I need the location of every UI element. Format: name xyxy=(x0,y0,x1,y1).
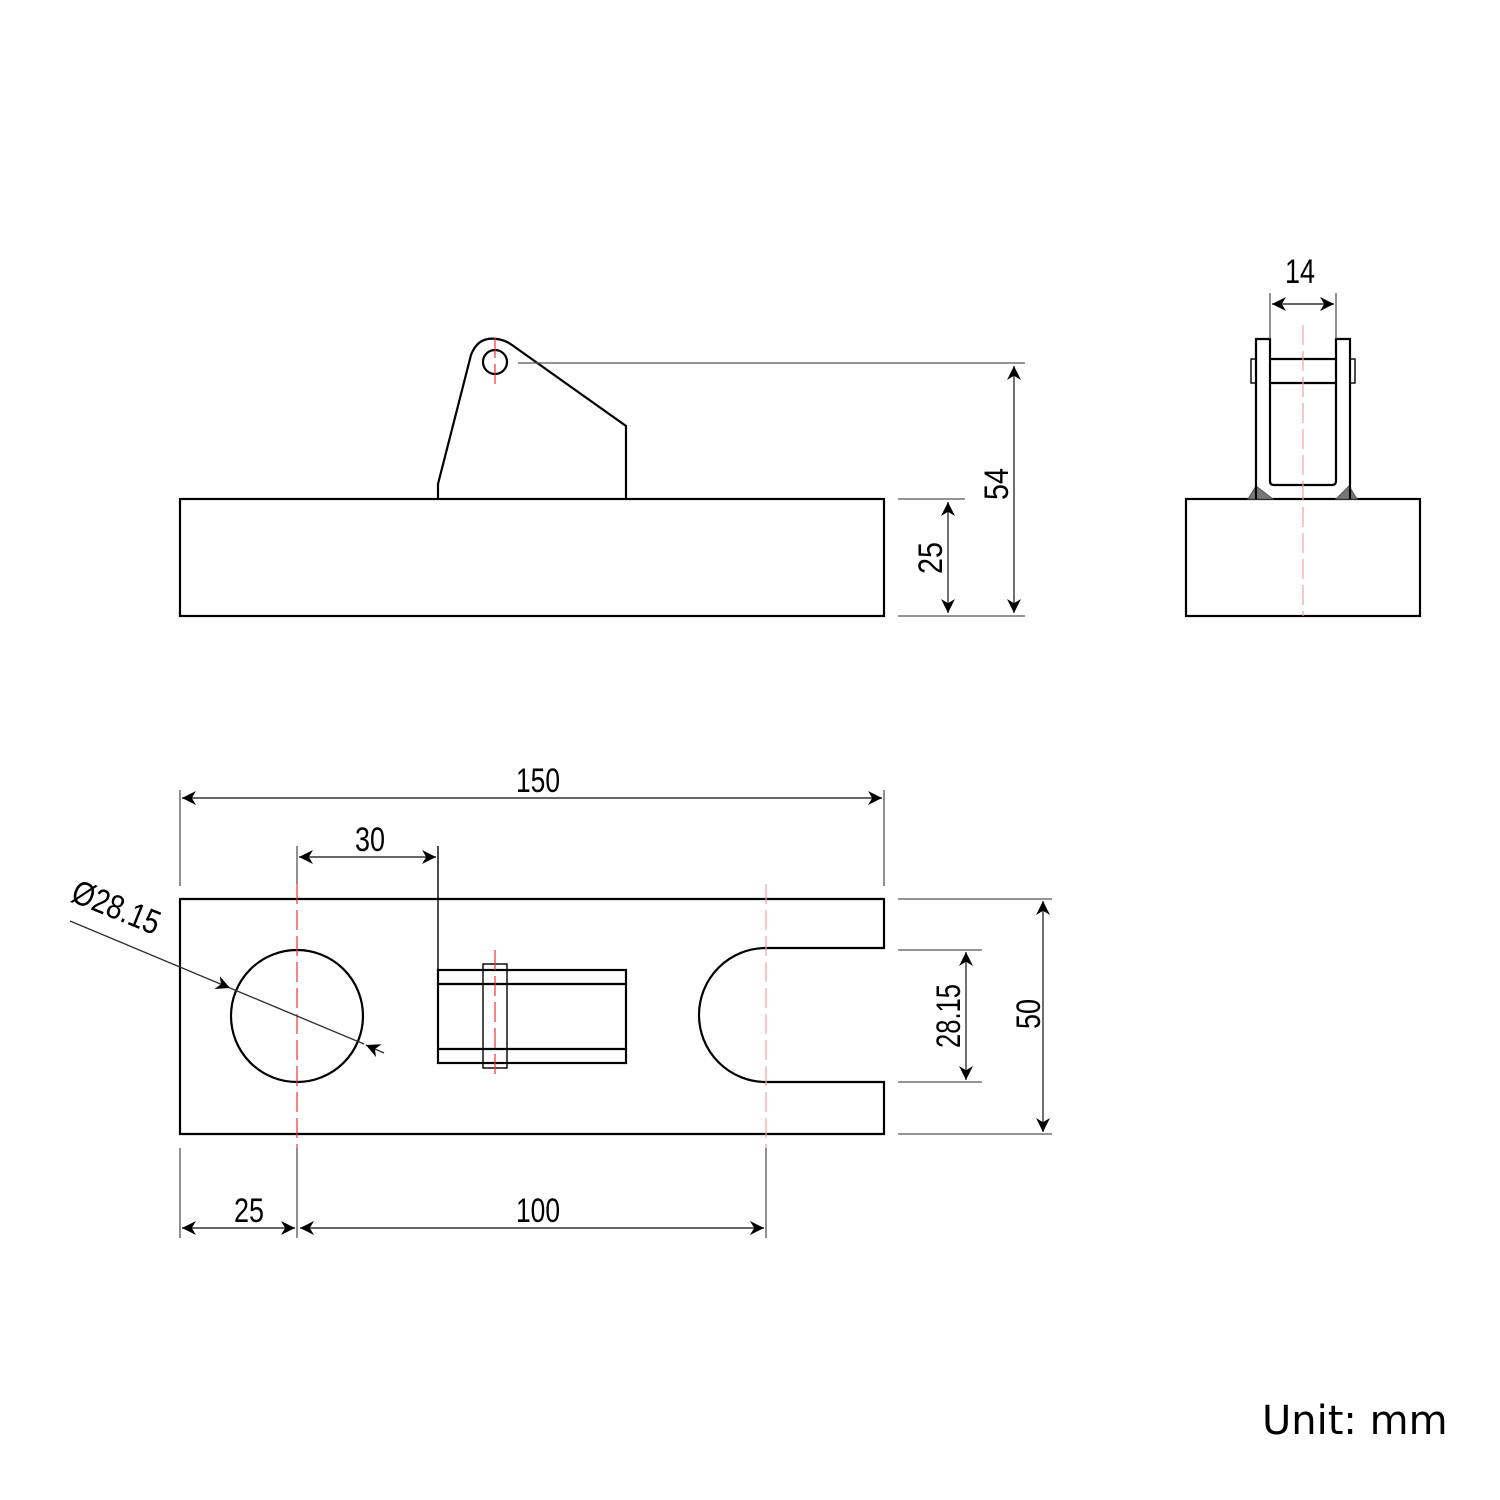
dim-label-total-height: 54 xyxy=(978,468,1016,500)
unit-label: Unit: mm xyxy=(1262,1398,1448,1444)
dim-label-hole-from-edge: 25 xyxy=(234,1192,264,1230)
dim-label-length: 150 xyxy=(516,762,560,800)
side-view: 25 54 xyxy=(178,337,1025,618)
side-lug-plate xyxy=(436,337,628,499)
weld-right xyxy=(1334,485,1358,500)
dim-label-plate-width: 50 xyxy=(1010,999,1048,1029)
side-base-block xyxy=(178,497,886,618)
hole-leader xyxy=(69,920,231,990)
dim-label-base-height: 25 xyxy=(912,542,950,574)
dim-label-lug-offset: 30 xyxy=(355,821,385,859)
top-plate-outline xyxy=(178,897,886,1136)
weld-left xyxy=(1247,485,1275,500)
top-view: Ø28.15 150 30 28.15 50 25 100 xyxy=(66,762,1052,1238)
dim-label-lug-width: 14 xyxy=(1285,253,1315,291)
dim-label-hole-diameter: Ø28.15 xyxy=(66,873,166,943)
end-view: 14 xyxy=(1184,253,1422,618)
top-lug xyxy=(436,968,628,1065)
dim-label-slot-width: 28.15 xyxy=(930,984,968,1048)
dim-label-hole-to-slot: 100 xyxy=(516,1192,560,1230)
